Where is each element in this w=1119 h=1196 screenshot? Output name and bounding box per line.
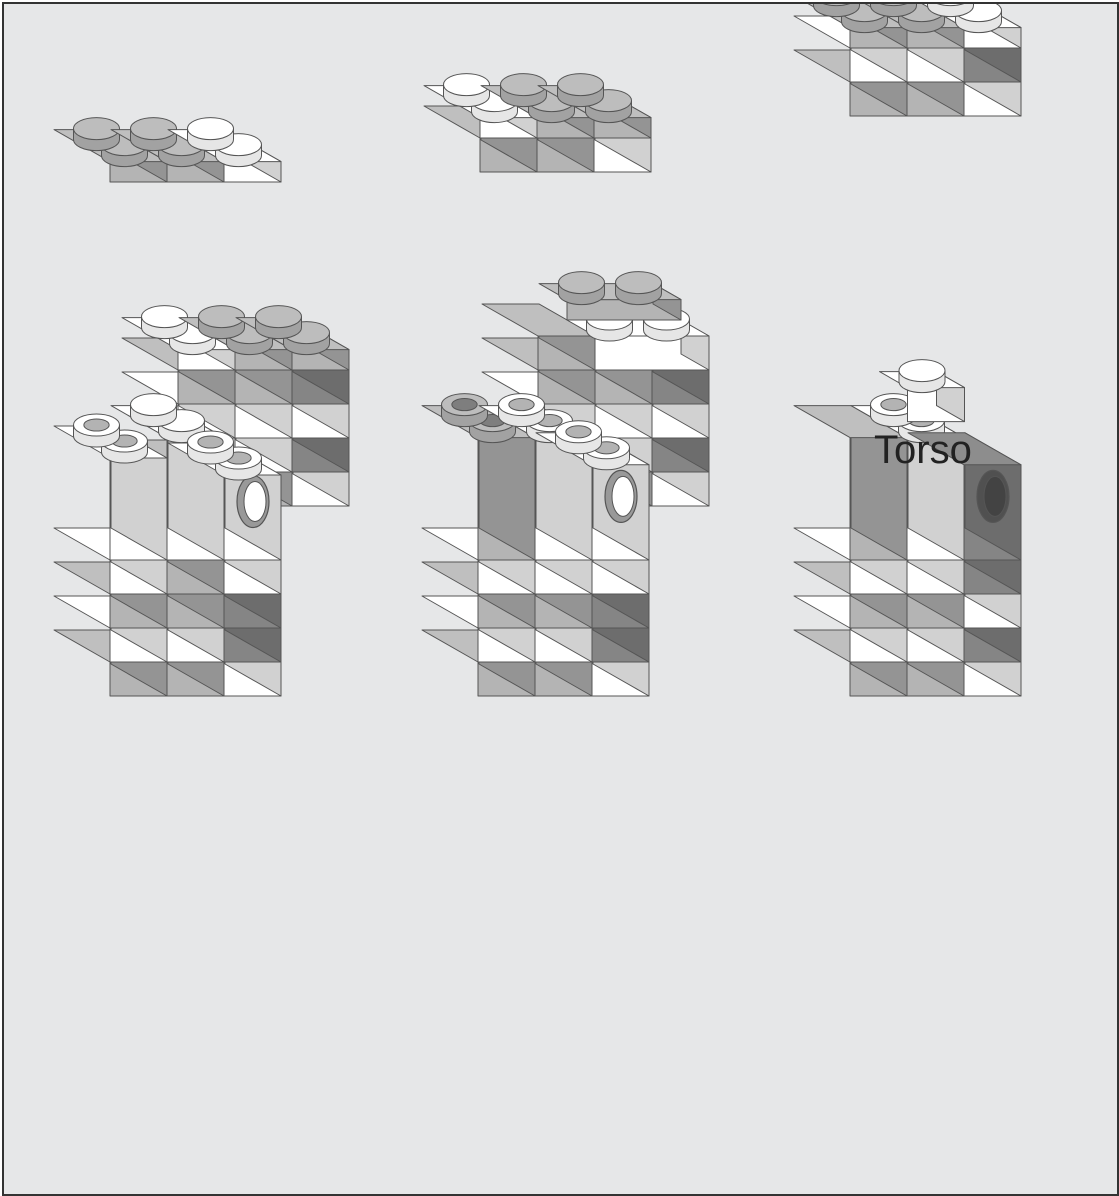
step-8-axle-peg — [794, 360, 1021, 696]
step-7-technic-holes — [422, 394, 649, 696]
step-2 — [424, 74, 651, 172]
assembly-steps — [4, 4, 1117, 1194]
section-title: Torso — [874, 428, 972, 473]
step-3 — [794, 4, 1021, 116]
step-1-base-plate — [54, 118, 281, 182]
